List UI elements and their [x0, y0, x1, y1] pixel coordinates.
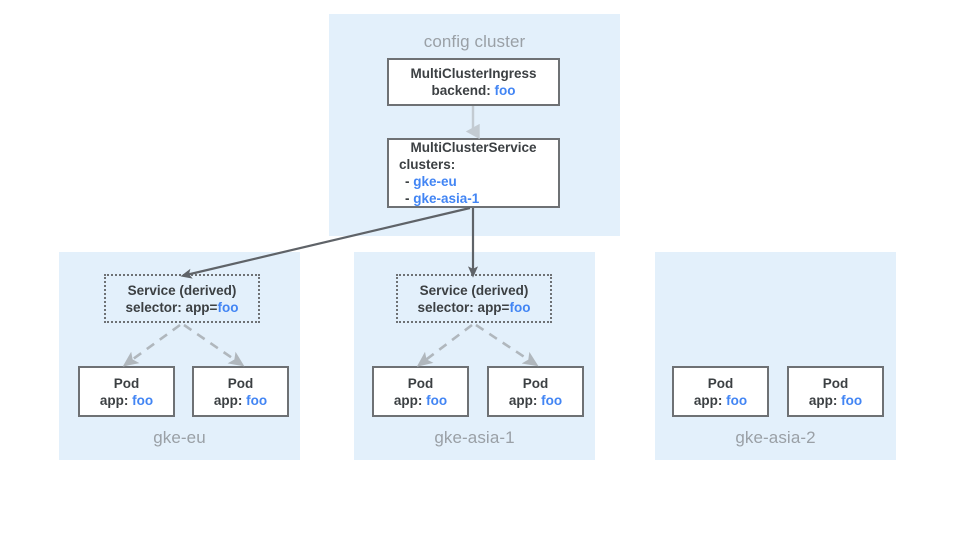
pod-box[interactable]: Pod app: foo: [672, 366, 769, 417]
selector-value: foo: [217, 299, 239, 315]
derived-service-selector: selector: app=foo: [418, 299, 531, 316]
multicluster-ingress-backend: backend: foo: [431, 82, 515, 99]
member-bullet: -: [405, 191, 410, 206]
pod-label: app: foo: [394, 392, 447, 409]
pod-title: Pod: [522, 375, 549, 391]
selector-label: selector: app=: [125, 299, 218, 315]
derived-service-box-gke-asia-1[interactable]: Service (derived) selector: app=foo: [396, 274, 552, 323]
cluster-panel-gke-asia-1: gke-asia-1: [354, 252, 595, 460]
pod-label-value: foo: [246, 392, 268, 408]
pod-box[interactable]: Pod app: foo: [787, 366, 884, 417]
pod-box[interactable]: Pod app: foo: [192, 366, 289, 417]
pod-title: Pod: [707, 375, 734, 391]
pod-label: app: foo: [509, 392, 562, 409]
multicluster-ingress-kind: MultiClusterIngress: [410, 66, 537, 81]
selector-label: selector: app=: [417, 299, 510, 315]
multicluster-service-kind: MultiClusterService: [410, 140, 537, 155]
pod-label-value: foo: [132, 392, 154, 408]
pod-label-key: app:: [99, 392, 129, 408]
derived-service-selector: selector: app=foo: [126, 299, 239, 316]
cluster-label-gke-asia-1: gke-asia-1: [434, 428, 515, 447]
pod-label-value: foo: [841, 392, 863, 408]
member-bullet: -: [405, 174, 410, 189]
multicluster-ingress-box[interactable]: MultiClusterIngress backend: foo: [387, 58, 560, 106]
pod-label: app: foo: [214, 392, 267, 409]
pod-box[interactable]: Pod app: foo: [487, 366, 584, 417]
cluster-panel-gke-asia-2: gke-asia-2: [655, 252, 896, 460]
pod-label: app: foo: [694, 392, 747, 409]
derived-service-title: Service (derived): [127, 282, 237, 298]
backend-label: backend:: [431, 83, 491, 98]
pod-label-key: app:: [808, 392, 838, 408]
pod-box[interactable]: Pod app: foo: [78, 366, 175, 417]
multicluster-service-box[interactable]: MultiClusterService clusters: - gke-eu -…: [387, 138, 560, 208]
pod-label-key: app:: [393, 392, 423, 408]
pod-label-value: foo: [541, 392, 563, 408]
pod-label: app: foo: [100, 392, 153, 409]
pod-label-key: app:: [693, 392, 723, 408]
pod-title: Pod: [227, 375, 254, 391]
pod-label-key: app:: [508, 392, 538, 408]
backend-value: foo: [494, 83, 516, 98]
multicluster-service-member: - gke-asia-1: [399, 190, 479, 207]
pod-label-value: foo: [726, 392, 748, 408]
pod-label-value: foo: [426, 392, 448, 408]
pod-box[interactable]: Pod app: foo: [372, 366, 469, 417]
member-value: gke-eu: [413, 174, 457, 189]
cluster-label-gke-asia-2: gke-asia-2: [735, 428, 816, 447]
multicluster-service-clusters-label: clusters:: [399, 157, 456, 172]
multicluster-service-member: - gke-eu: [399, 173, 457, 190]
pod-title: Pod: [407, 375, 434, 391]
derived-service-box-gke-eu[interactable]: Service (derived) selector: app=foo: [104, 274, 260, 323]
derived-service-title: Service (derived): [419, 282, 529, 298]
member-value: gke-asia-1: [413, 191, 480, 206]
config-cluster-label: config cluster: [423, 32, 526, 51]
pod-label-key: app:: [213, 392, 243, 408]
cluster-label-gke-eu: gke-eu: [153, 428, 206, 447]
pod-label: app: foo: [809, 392, 862, 409]
pod-title: Pod: [822, 375, 849, 391]
selector-value: foo: [509, 299, 531, 315]
pod-title: Pod: [113, 375, 140, 391]
